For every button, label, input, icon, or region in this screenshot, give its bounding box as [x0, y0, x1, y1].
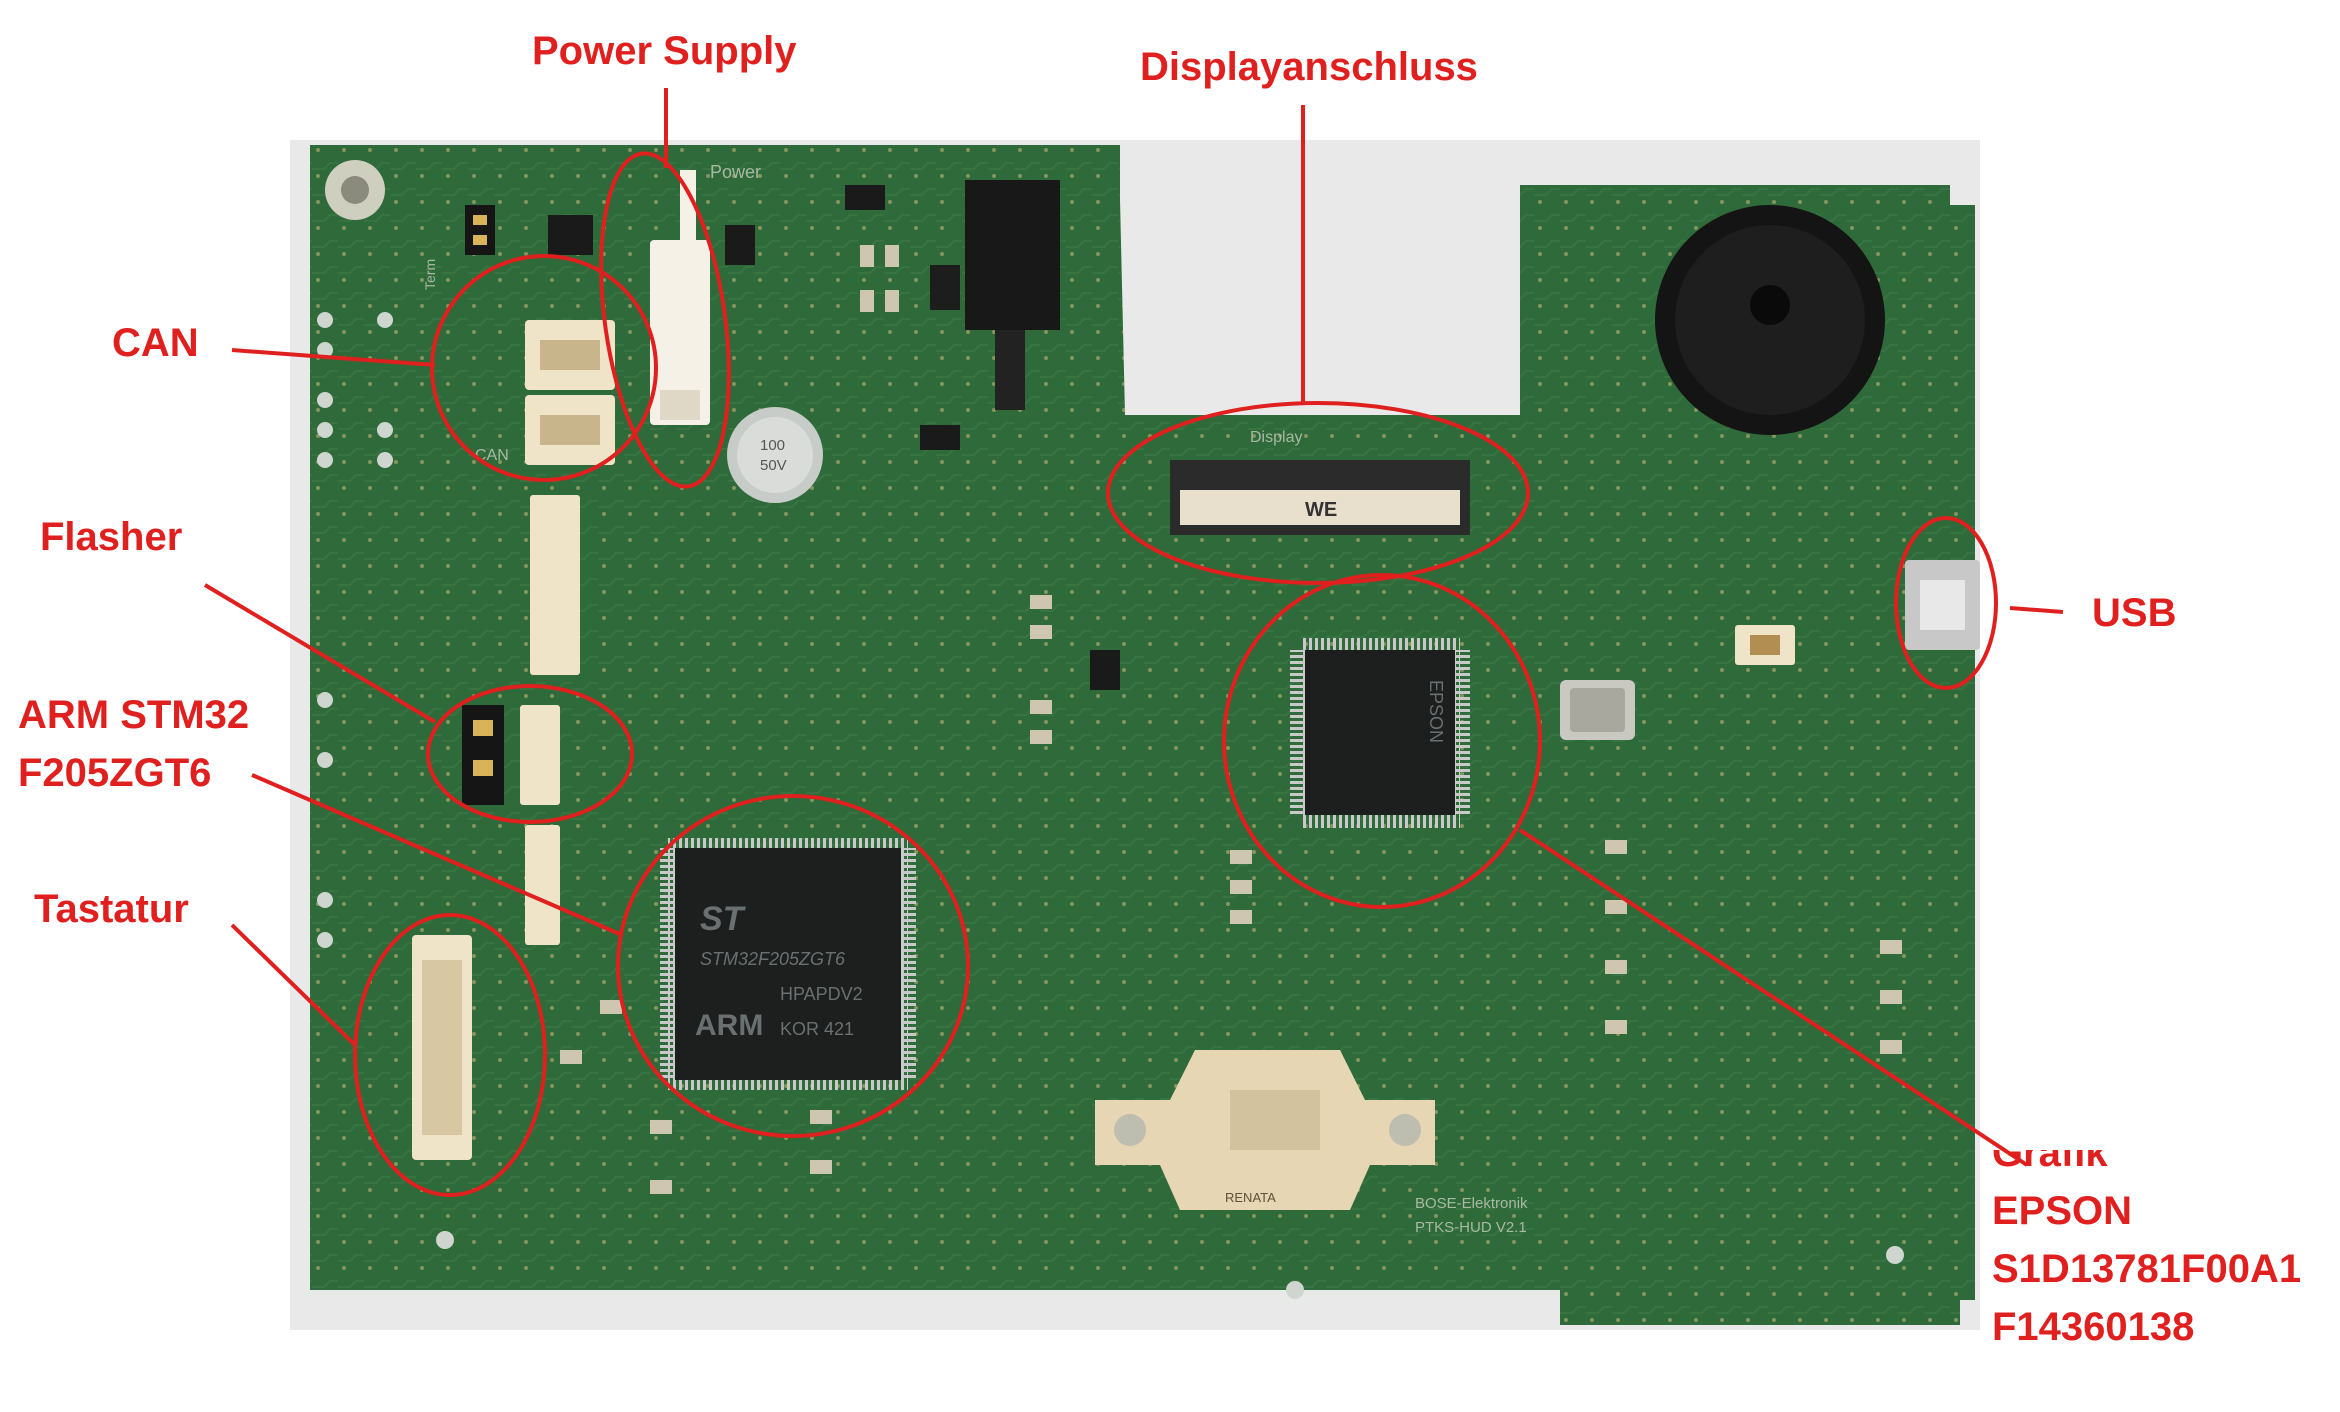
svg-text:ST: ST [700, 900, 747, 938]
label-can: CAN [112, 321, 199, 365]
svg-text:50V: 50V [760, 457, 787, 474]
label-grafik-line4: F14360138 [1992, 1305, 2195, 1349]
battery-holder [1095, 1050, 1435, 1210]
flasher-ellipse [426, 684, 634, 824]
side-connectors [520, 495, 580, 945]
gpu-chip: EPSON [1290, 638, 1470, 828]
dc-jack [965, 180, 1060, 330]
annotation-ellipses [353, 151, 1998, 1197]
svg-text:100: 100 [760, 437, 785, 454]
keyboard-ellipse [353, 913, 547, 1197]
label-power-supply: Power Supply [532, 29, 797, 73]
svg-text:RENATA: RENATA [1225, 1190, 1276, 1205]
label-grafik-line1: Grafik [1992, 1150, 2108, 1175]
label-arm-line2: F205ZGT6 [18, 751, 212, 795]
svg-text:Term: Term [422, 259, 438, 290]
mcu-chip: ST STM32F205ZGT6 HPAPDV2 ARM KOR 421 [660, 838, 916, 1090]
term-jumper [465, 205, 495, 255]
label-arm-line1: ARM STM32 [18, 693, 250, 737]
svg-text:Display: Display [1250, 429, 1302, 446]
display-fpc-connector: WE [1170, 460, 1470, 535]
annotation-lines [203, 88, 2064, 1167]
label-tastatur: Tastatur [34, 887, 189, 931]
svg-text:WE: WE [1305, 499, 1337, 521]
smd-parts [560, 245, 1902, 1194]
grafik-label-group: Grafik EPSON S1D13781F00A1 F14360138 [1992, 1150, 2340, 1412]
svg-text:ARM: ARM [695, 1009, 763, 1042]
svg-text:PTKS-HUD V2.1: PTKS-HUD V2.1 [1415, 1219, 1527, 1236]
label-grafik-line2: EPSON [1992, 1189, 2133, 1233]
label-grafik-line3: S1D13781F00A1 [1992, 1247, 2302, 1291]
power-connector [650, 240, 710, 425]
mcu-ellipse [616, 794, 970, 1138]
gpu-ellipse [1222, 573, 1542, 909]
edge-pads [317, 312, 1904, 1299]
svg-text:STM32F205ZGT6: STM32F205ZGT6 [700, 949, 846, 969]
label-flasher: Flasher [40, 515, 183, 559]
svg-text:HPAPDV2: HPAPDV2 [780, 984, 863, 1004]
svg-text:KOR 421: KOR 421 [780, 1019, 854, 1039]
can-ellipse [430, 254, 658, 482]
display-ellipse [1106, 401, 1530, 585]
usb-ellipse [1894, 516, 1998, 690]
label-displayanschluss: Displayanschluss [1140, 45, 1478, 89]
label-usb: USB [2092, 591, 2177, 635]
svg-text:CAN: CAN [475, 447, 509, 464]
can-connectors [525, 320, 615, 465]
svg-text:Power: Power [710, 162, 761, 182]
power-ellipse [599, 151, 731, 489]
svg-text:EPSON: EPSON [1426, 680, 1446, 743]
svg-text:BOSE-Elektronik: BOSE-Elektronik [1415, 1195, 1528, 1212]
